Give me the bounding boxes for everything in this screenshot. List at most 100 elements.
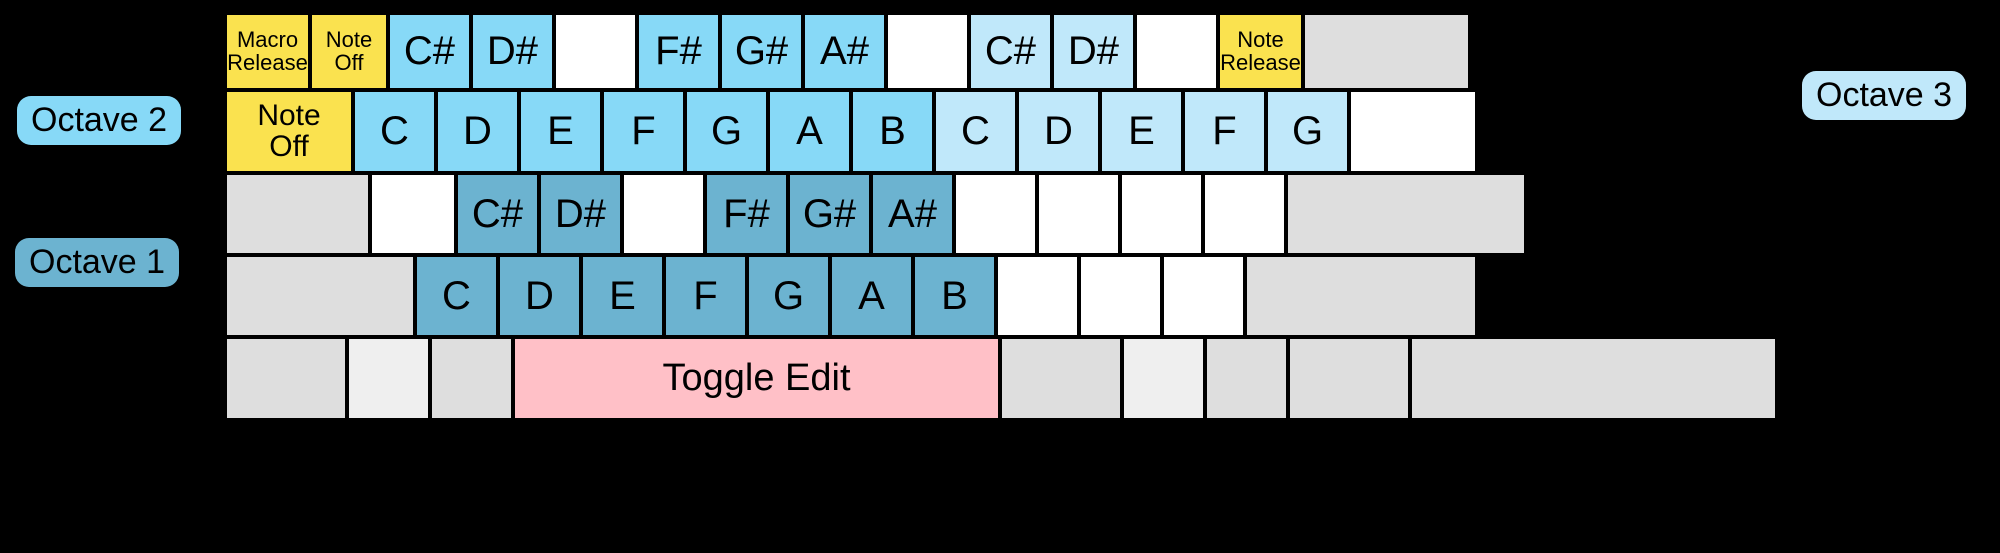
key-c[interactable]: C	[934, 90, 1017, 173]
key-dsharp[interactable]: D#	[1052, 13, 1135, 90]
key-label: D	[1044, 109, 1073, 154]
key-a[interactable]: A	[768, 90, 851, 173]
key-label: C	[961, 109, 990, 154]
key-blank-3-9	[1079, 255, 1162, 337]
octave-1-legend-chip: Octave 1	[15, 238, 180, 287]
key-toggle-edit[interactable]: Toggle Edit	[513, 337, 1000, 420]
key-label: D#	[486, 29, 539, 74]
key-label: C#	[471, 191, 524, 236]
key-label: F	[693, 273, 718, 318]
key-c[interactable]: C	[415, 255, 498, 337]
key-label: C#	[403, 29, 456, 74]
key-label: F	[631, 109, 656, 154]
key-label: Toggle Edit	[662, 357, 851, 400]
key-blank-4-4	[1000, 337, 1122, 420]
key-f[interactable]: F	[664, 255, 747, 337]
key-label: F#	[655, 29, 702, 74]
key-blank-0-13	[1303, 13, 1470, 90]
key-e[interactable]: E	[581, 255, 664, 337]
key-dsharp[interactable]: D#	[471, 13, 554, 90]
key-label: G	[772, 273, 805, 318]
row-3-asdf: C# D# F# G# A#	[225, 173, 1777, 255]
key-blank-2-10	[1120, 173, 1203, 255]
key-blank-0-11	[1135, 13, 1218, 90]
key-label: G#	[734, 29, 789, 74]
key-label: A	[858, 273, 885, 318]
key-label: F	[1212, 109, 1237, 154]
key-asharp[interactable]: A#	[871, 173, 954, 255]
key-label: B	[941, 273, 968, 318]
key-g[interactable]: G	[685, 90, 768, 173]
key-fsharp[interactable]: F#	[705, 173, 788, 255]
key-gsharp[interactable]: G#	[720, 13, 803, 90]
key-label: E	[609, 273, 636, 318]
key-g[interactable]: G	[747, 255, 830, 337]
key-fsharp[interactable]: F#	[637, 13, 720, 90]
key-label: E	[547, 109, 574, 154]
key-b[interactable]: B	[851, 90, 934, 173]
key-label: C	[380, 109, 409, 154]
key-g[interactable]: G	[1266, 90, 1349, 173]
key-blank-2-0	[225, 173, 370, 255]
key-blank-4-1	[347, 337, 430, 420]
key-blank-2-1	[370, 173, 456, 255]
octave-2-legend-chip: Octave 2	[17, 96, 182, 145]
key-blank-2-11	[1203, 173, 1286, 255]
key-blank-0-8	[886, 13, 969, 90]
key-e[interactable]: E	[519, 90, 602, 173]
octave-3-legend-chip: Octave 3	[1802, 71, 1967, 120]
key-b[interactable]: B	[913, 255, 996, 337]
key-label: C	[442, 273, 471, 318]
key-label: G	[1291, 109, 1324, 154]
key-blank-2-8	[954, 173, 1037, 255]
key-blank-2-9	[1037, 173, 1120, 255]
key-blank-4-7	[1288, 337, 1410, 420]
key-f[interactable]: F	[602, 90, 685, 173]
key-label: A#	[820, 29, 869, 74]
key-gsharp[interactable]: G#	[788, 173, 871, 255]
octave-2-legend-label: Octave 2	[31, 101, 168, 139]
key-blank-2-12	[1286, 173, 1526, 255]
key-d[interactable]: D	[436, 90, 519, 173]
key-label: G#	[802, 191, 857, 236]
key-blank-4-6	[1205, 337, 1288, 420]
key-blank-4-2	[430, 337, 513, 420]
octave-1-legend-label: Octave 1	[29, 243, 166, 281]
key-e[interactable]: E	[1100, 90, 1183, 173]
key-f[interactable]: F	[1183, 90, 1266, 173]
key-dsharp[interactable]: D#	[539, 173, 622, 255]
key-blank-1-13	[1349, 90, 1477, 173]
key-c[interactable]: C	[353, 90, 436, 173]
key-blank-0-4	[554, 13, 637, 90]
key-d[interactable]: D	[498, 255, 581, 337]
key-label: B	[879, 109, 906, 154]
key-label: C#	[984, 29, 1037, 74]
key-blank-3-10	[1162, 255, 1245, 337]
key-blank-3-11	[1245, 255, 1477, 337]
key-label: D#	[554, 191, 607, 236]
key-blank-4-8	[1410, 337, 1777, 420]
key-csharp[interactable]: C#	[969, 13, 1052, 90]
key-label: D	[463, 109, 492, 154]
key-label: G	[710, 109, 743, 154]
key-a[interactable]: A	[830, 255, 913, 337]
key-blank-4-5	[1122, 337, 1205, 420]
key-blank-4-0	[225, 337, 347, 420]
key-csharp[interactable]: C#	[388, 13, 471, 90]
key-csharp[interactable]: C#	[456, 173, 539, 255]
key-label: E	[1128, 109, 1155, 154]
key-d[interactable]: D	[1017, 90, 1100, 173]
key-label: A#	[888, 191, 937, 236]
key-asharp[interactable]: A#	[803, 13, 886, 90]
